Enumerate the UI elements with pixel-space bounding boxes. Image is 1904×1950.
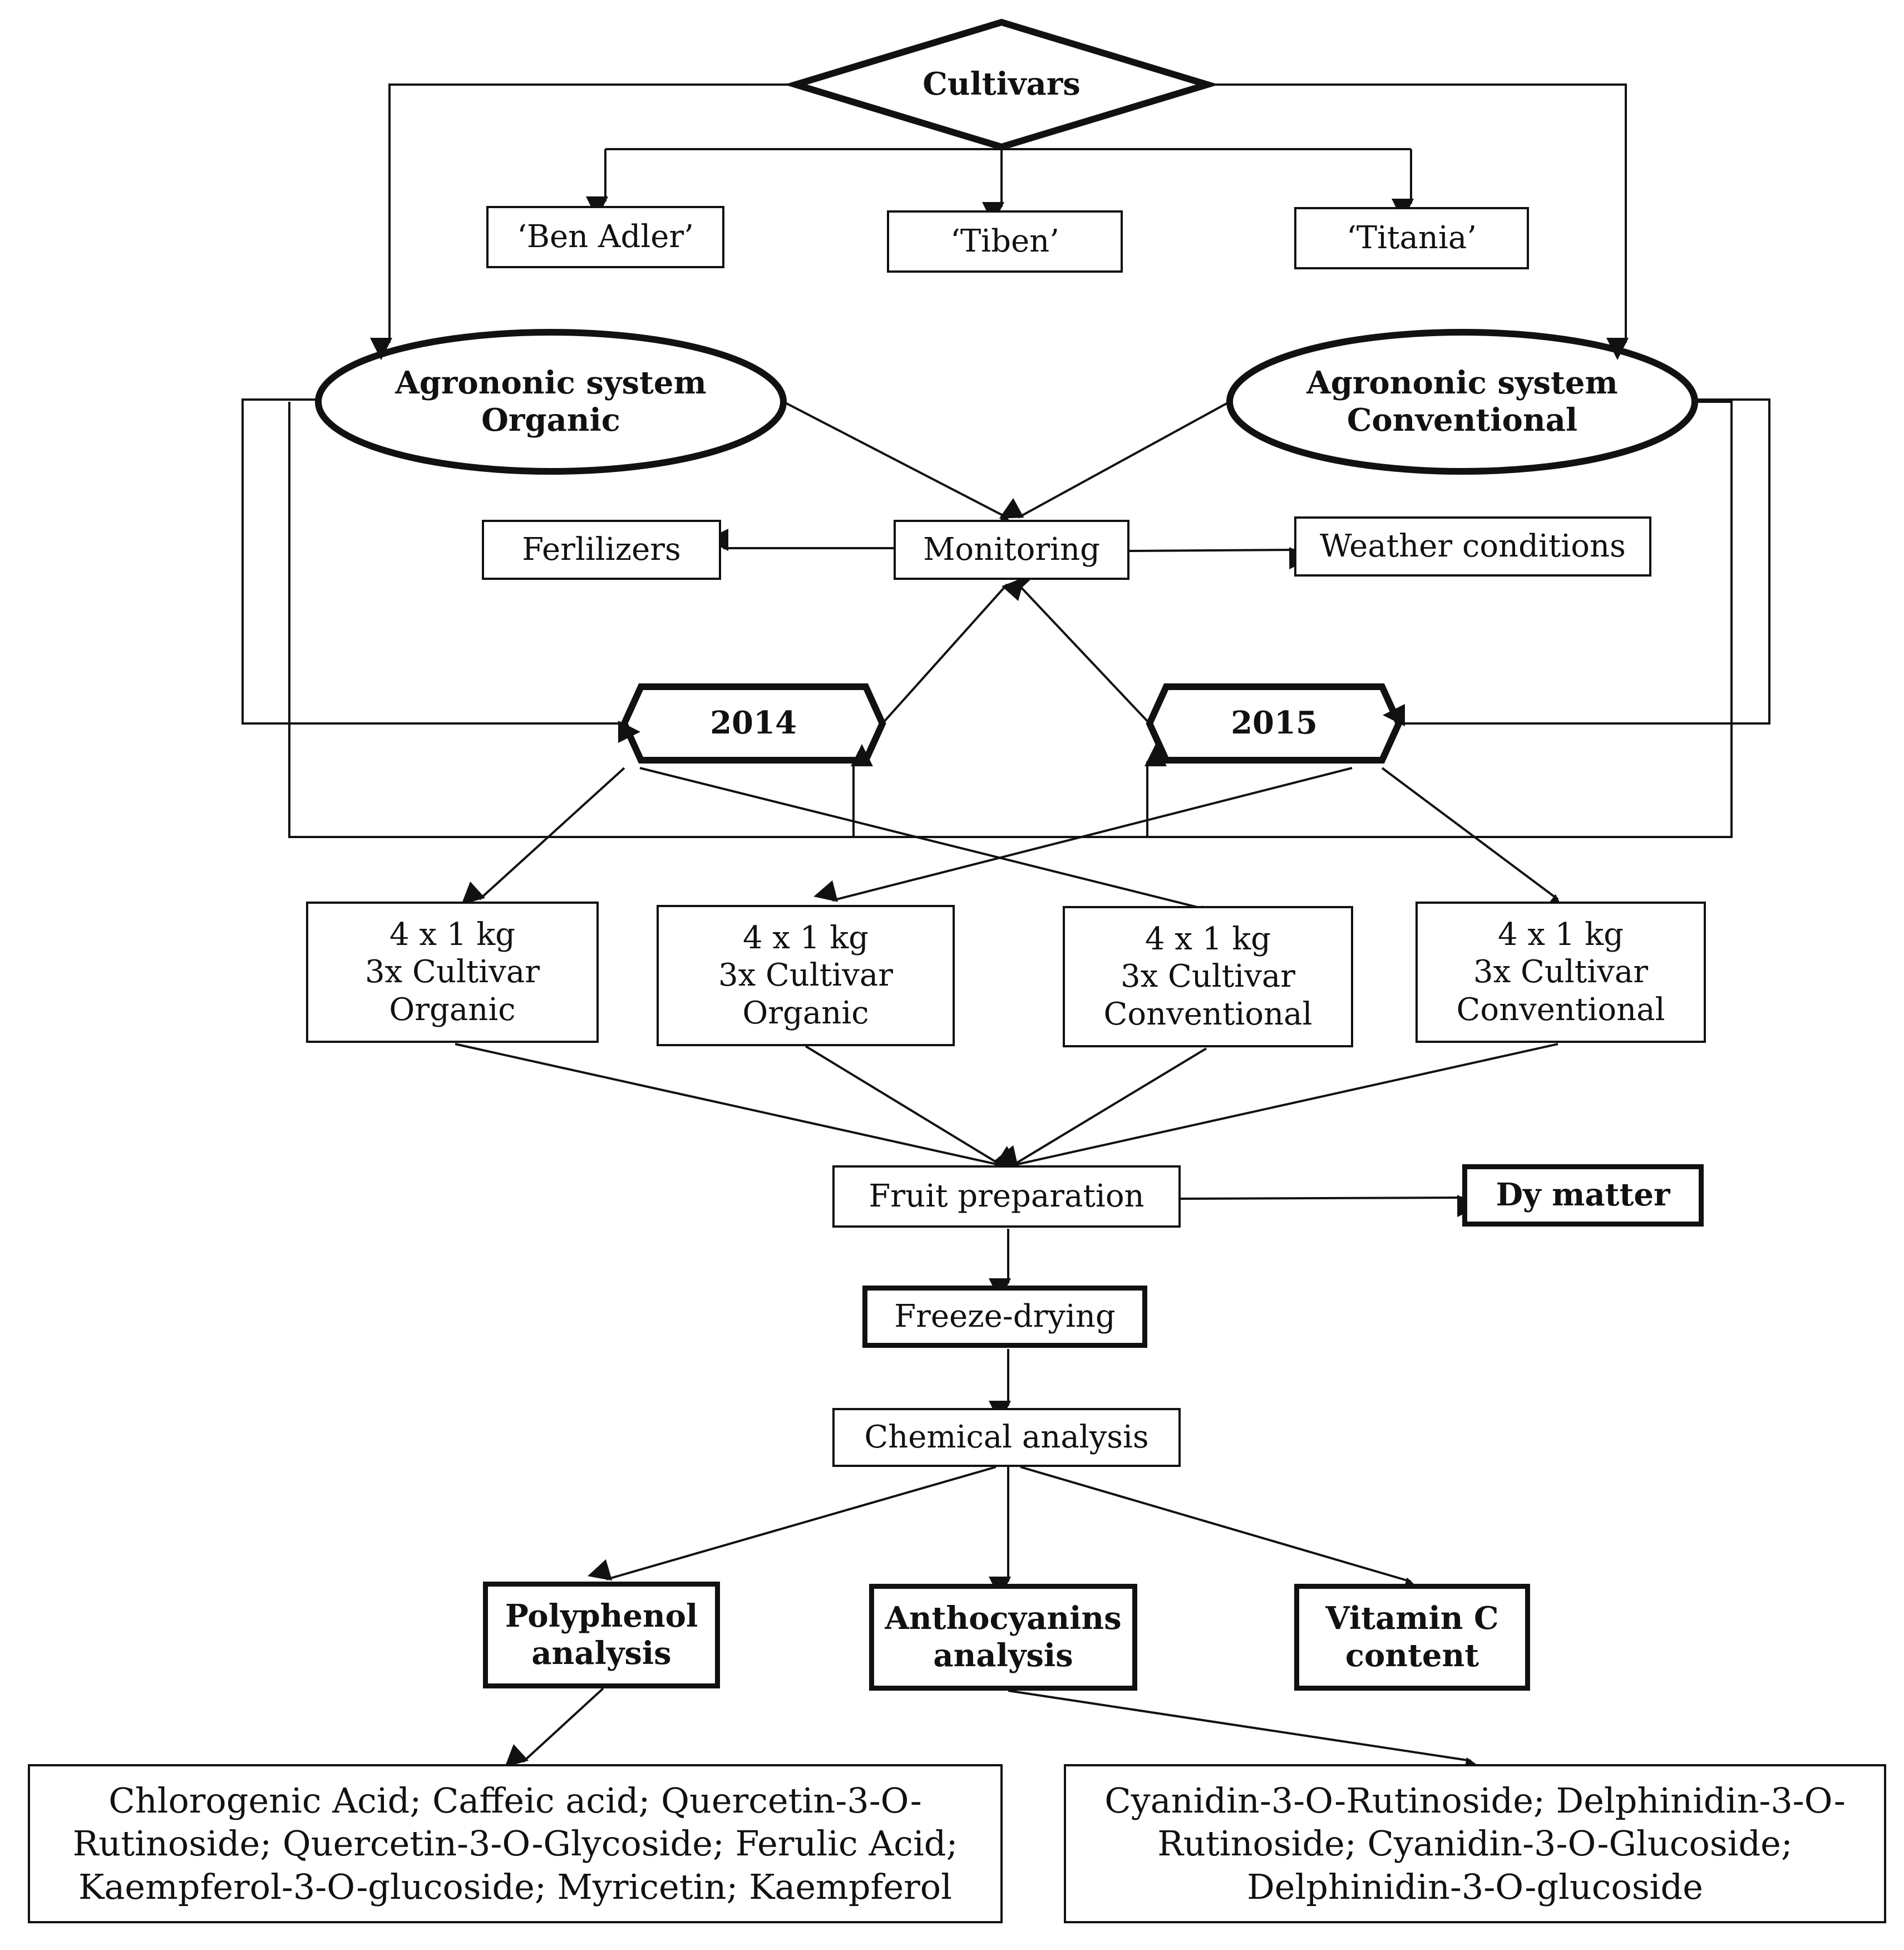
agronomic-system-organic: Agrononic system Organic	[395, 364, 707, 439]
link-2014-sample3	[639, 767, 1221, 927]
link-sample3-fruit	[993, 1047, 1207, 1168]
year-2015-node: 2015	[1231, 705, 1318, 742]
link-organic-2014-outer	[241, 398, 640, 743]
year-2014-node: 2014	[710, 705, 797, 742]
link-2014-monitoring	[881, 577, 1025, 725]
sample-organic-2014: 4 x 1 kg 3x Cultivar Organic	[306, 902, 599, 1043]
vitamin-c-content-node: Vitamin C content	[1294, 1584, 1530, 1691]
link-cultivars-conventional	[1207, 83, 1629, 360]
polyphenol-compounds-list: Chlorogenic Acid; Caffeic acid; Querceti…	[28, 1764, 1003, 1923]
sample-conventional-2014: 4 x 1 kg 3x Cultivar Conventional	[1063, 906, 1353, 1047]
weather-conditions-node: Weather conditions	[1294, 516, 1651, 577]
fruit-preparation-node: Fruit preparation	[832, 1165, 1181, 1228]
cultivar-ben-adler: ‘Ben Adler’	[486, 206, 724, 268]
link-2014-sample1	[461, 767, 625, 905]
sample-organic-2015: 4 x 1 kg 3x Cultivar Organic	[657, 905, 955, 1046]
link-2015-monitoring	[1012, 566, 1151, 725]
link-conventional-monitoring	[999, 401, 1230, 519]
monitoring-node: Monitoring	[894, 520, 1129, 580]
link-sample2-fruit	[805, 1045, 1012, 1181]
link-anthocyanins-list	[1008, 1690, 1487, 1780]
link-organic-monitoring	[783, 401, 1019, 533]
link-2015-sample4	[1381, 767, 1567, 917]
anthocyanin-compounds-list: Cyanidin-3-O-Rutinoside; Delphinidin-3-O…	[1064, 1764, 1886, 1923]
link-monitoring-weather	[1128, 547, 1312, 570]
cultivars-node: Cultivars	[923, 66, 1081, 103]
link-2015-sample2	[813, 767, 1353, 902]
polyphenol-analysis-node: Polyphenol analysis	[483, 1582, 720, 1688]
anthocyanins-analysis-node: Anthocyanins analysis	[869, 1584, 1137, 1691]
agronomic-system-conventional: Agrononic system Conventional	[1306, 364, 1618, 439]
sample-conventional-2015: 4 x 1 kg 3x Cultivar Conventional	[1415, 902, 1706, 1043]
link-cultivars-organic	[370, 83, 796, 360]
link-chemical-vitaminc	[1020, 1466, 1425, 1599]
cultivar-tiben: ‘Tiben’	[887, 210, 1123, 273]
freeze-drying-node: Freeze-drying	[862, 1286, 1147, 1348]
link-sample4-fruit	[994, 1043, 1558, 1167]
cultivar-titania: ‘Titania’	[1294, 207, 1529, 269]
link-chemical-polyphenol	[588, 1466, 997, 1581]
link-sample1-fruit	[455, 1043, 1017, 1184]
chemical-analysis-node: Chemical analysis	[832, 1408, 1181, 1467]
link-fruit-drymatter	[1180, 1195, 1480, 1218]
link-polyphenol-list	[505, 1687, 604, 1767]
link-organic-loop-inner	[288, 401, 1733, 838]
link-conventional-2015	[1383, 398, 1770, 726]
fertilizers-node: Ferlilizers	[482, 520, 721, 580]
dry-matter-node: Dy matter	[1462, 1164, 1704, 1227]
